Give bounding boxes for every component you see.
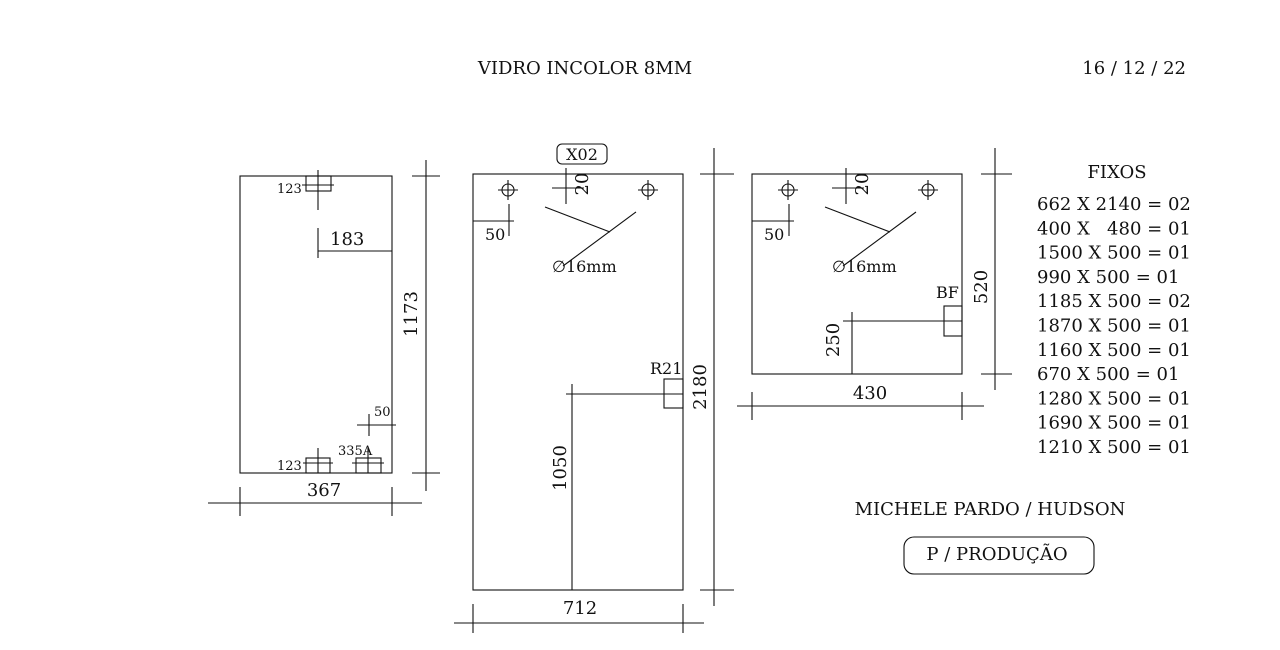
panel-middle-side-dim: 50 [485,225,505,244]
client-name: MICHELE PARDO / HUDSON [855,499,1126,520]
panel-right: 20 50 ∅16mm BF 250 520 430 [737,148,1012,420]
panel-right-notch-label: BF [936,283,959,302]
panel-right-outline [751,173,963,375]
panel-middle: X02 20 50 ∅16mm R21 1050 2180 71 [454,143,734,633]
fixos-item: 1690 X 500 = 01 [1037,413,1191,434]
panel-left-hole-label: 335A [338,444,373,459]
fixos-list: FIXOS 662 X 2140 = 02 400 X 480 = 01 1500 … [1037,162,1191,458]
panel-right-side-dim: 50 [764,225,784,244]
status-box [903,536,1095,575]
panel-right-hole-label: ∅16mm [832,257,897,276]
panel-right-top-dim: 20 [852,173,873,196]
drawing-date: 16 / 12 / 22 [1082,58,1186,79]
fixos-title: FIXOS [1087,162,1146,183]
panel-left-notch-dim: 183 [330,229,364,250]
panel-middle-top-dim: 20 [572,173,593,196]
status-label: P / PRODUÇÃO [926,543,1067,565]
panel-right-height: 520 [971,270,992,304]
fixos-item: 1870 X 500 = 01 [1037,316,1191,337]
panel-middle-hole-label: ∅16mm [552,257,617,276]
panel-left-width: 367 [307,480,341,501]
panel-middle-tag: X02 [566,145,598,164]
panel-middle-tag-box [556,143,608,165]
panel-left-notch-bottom-label: 123 [277,459,302,474]
panel-middle-notch-label: R21 [650,359,682,378]
fixos-item: 1185 X 500 = 02 [1037,291,1191,312]
panel-right-width: 430 [853,383,887,404]
panel-left-notch-top-label: 123 [277,182,302,197]
fixos-item: 662 X 2140 = 02 [1037,194,1191,215]
fixos-item: 990 X 500 = 01 [1037,267,1179,288]
fixos-item: 1160 X 500 = 01 [1037,340,1191,361]
fixos-item: 670 X 500 = 01 [1037,364,1179,385]
panel-left: 123 183 123 335A 50 1173 367 [208,160,440,516]
panel-middle-notch-height: 1050 [550,445,571,491]
panel-middle-width: 712 [563,598,597,619]
drawing-title: VIDRO INCOLOR 8MM [477,58,692,79]
fixos-item: 400 X 480 = 01 [1037,218,1191,239]
fixos-item: 1280 X 500 = 01 [1037,388,1191,409]
panel-left-height: 1173 [401,291,422,337]
fixos-item: 1210 X 500 = 01 [1037,437,1191,458]
fixos-item: 1500 X 500 = 01 [1037,243,1191,264]
panel-middle-height: 2180 [690,364,711,410]
panel-left-small-dim: 50 [374,405,391,420]
panel-right-notch-height: 250 [823,323,844,357]
